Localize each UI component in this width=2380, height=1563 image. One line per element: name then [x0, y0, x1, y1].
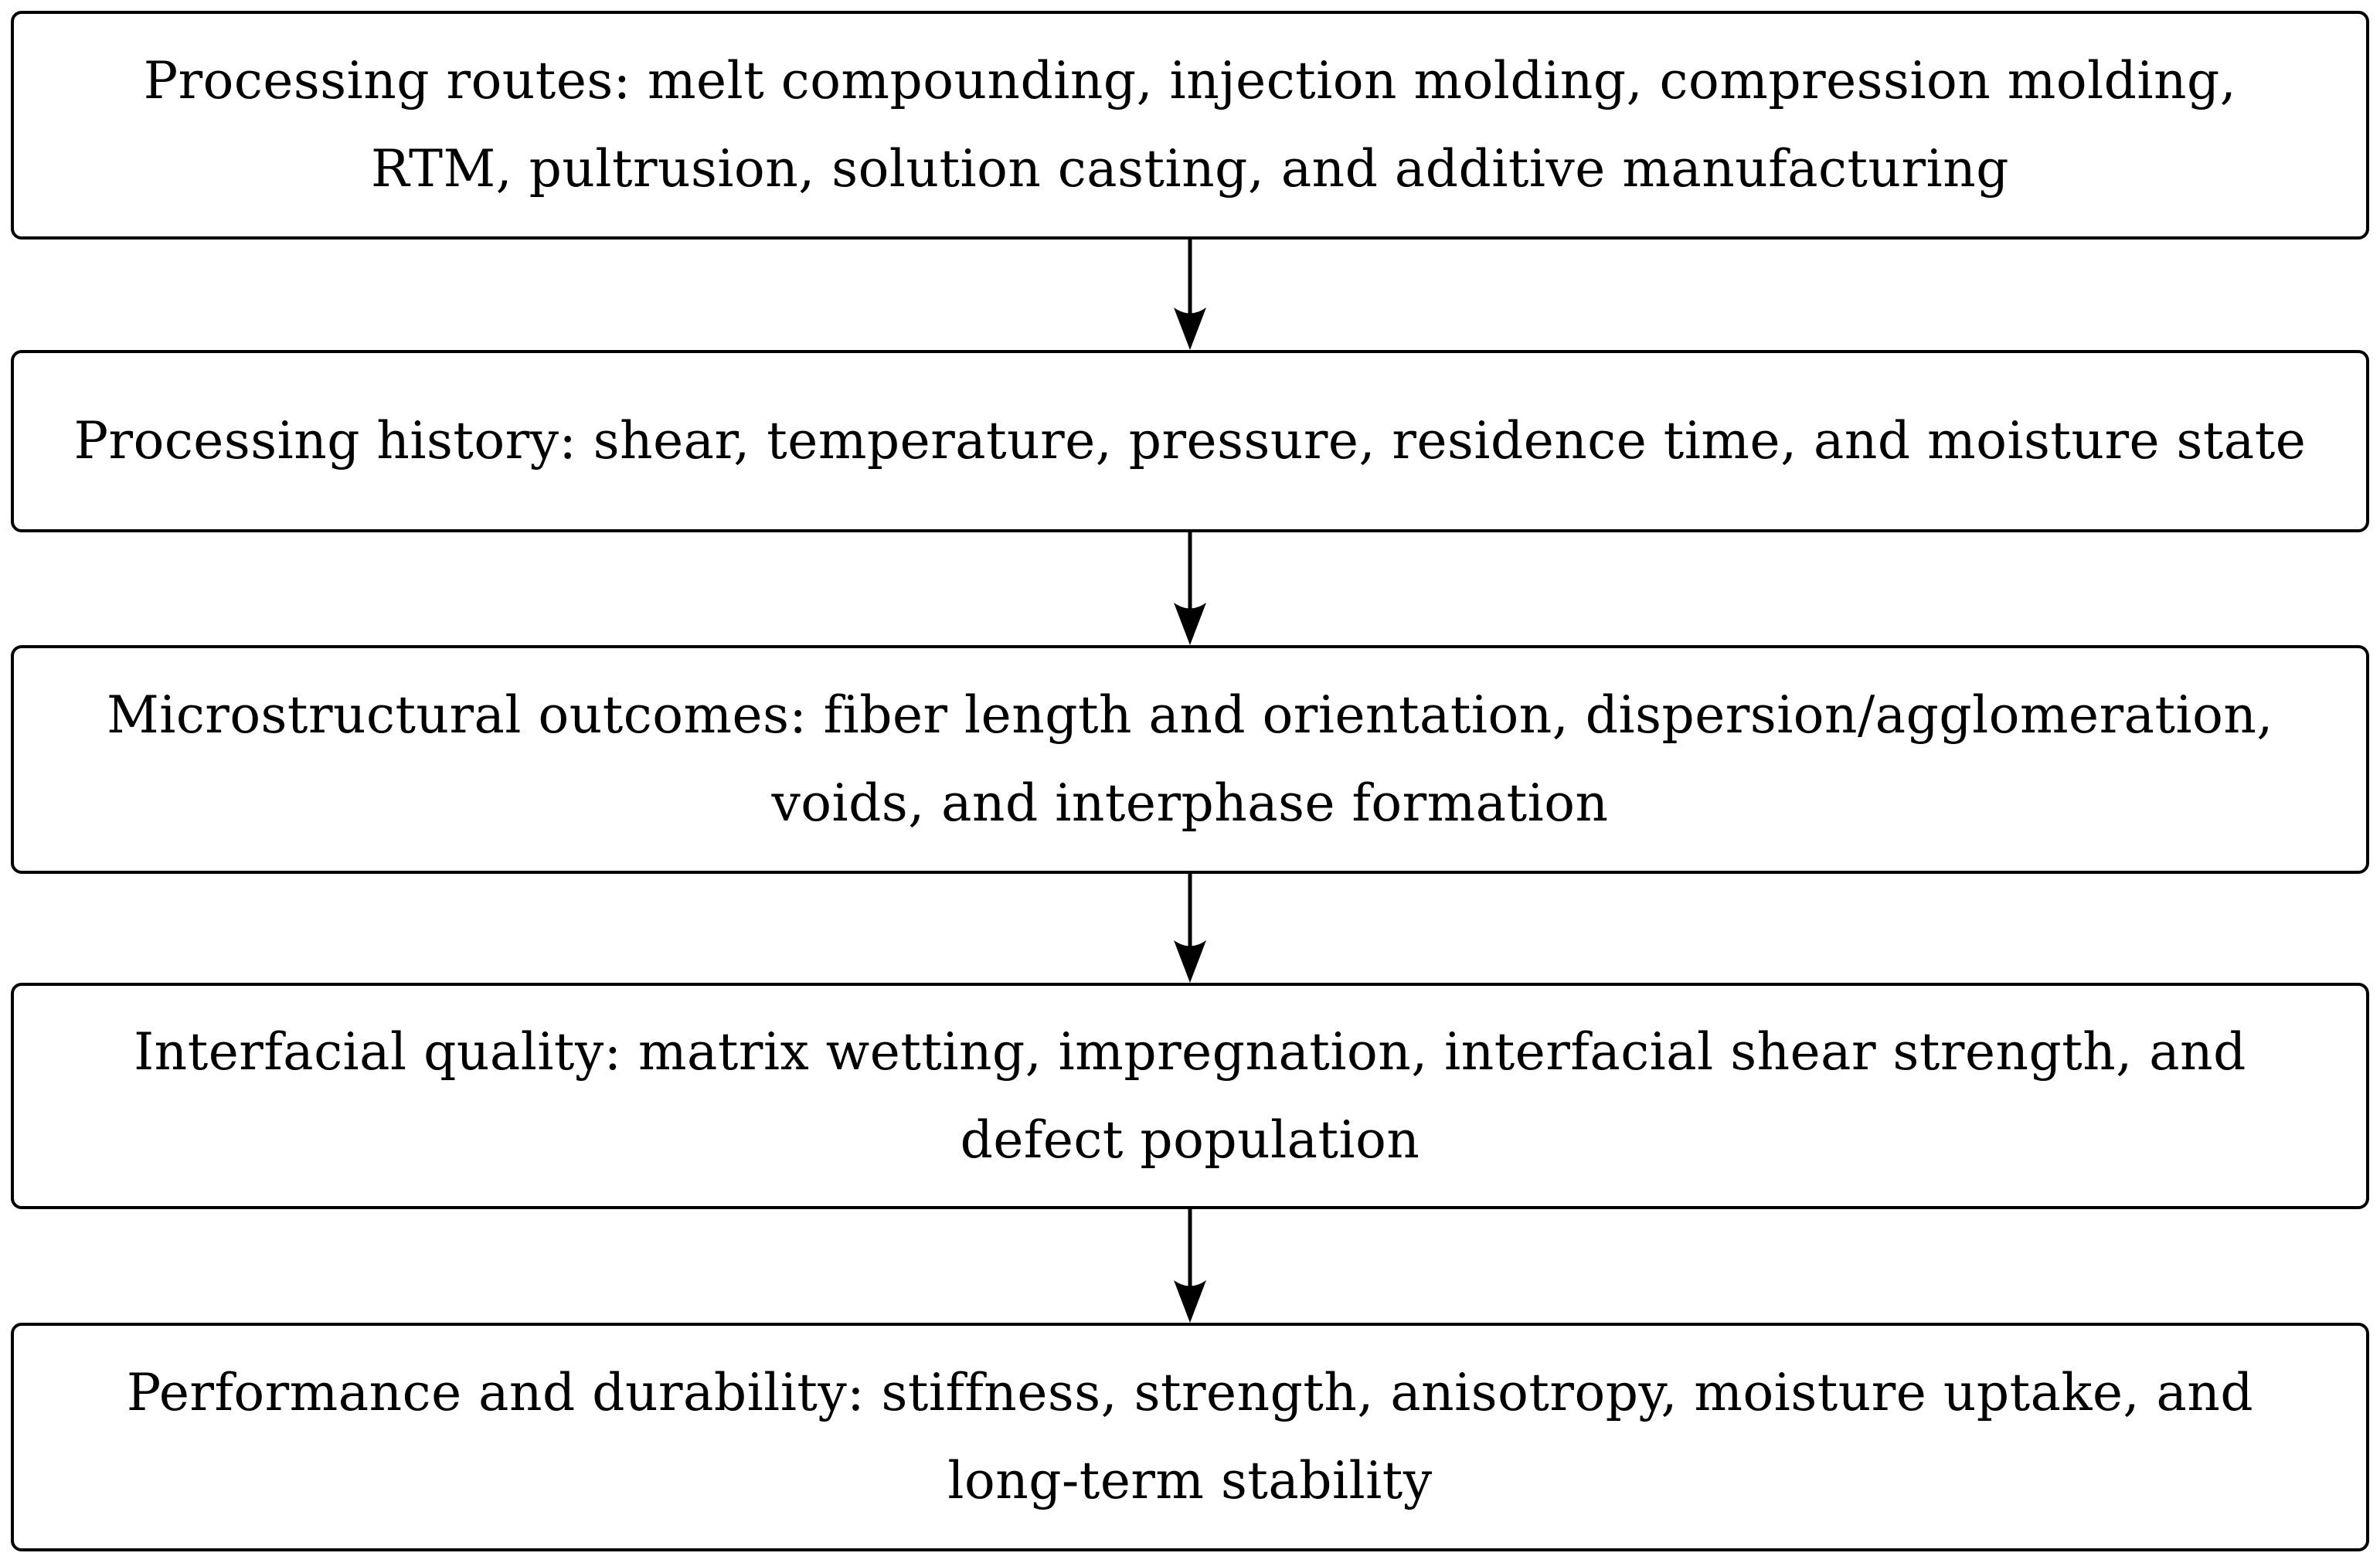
node-processing-routes: Processing routes: melt compounding, inj…: [11, 11, 2369, 240]
node-text-line: RTM, pultrusion, solution casting, and a…: [371, 139, 2009, 199]
node-performance-durability: Performance and durability: stiffness, s…: [11, 1323, 2369, 1551]
node-processing-history: Processing history: shear, temperature, …: [11, 350, 2369, 532]
node-microstructural-outcomes: Microstructural outcomes: fiber length a…: [11, 645, 2369, 874]
down-arrow-2: [1174, 532, 1206, 645]
node-text-line: defect population: [960, 1109, 1420, 1170]
node-text-line: Processing history: shear, temperature, …: [73, 411, 2307, 471]
node-text-line: long-term stability: [947, 1451, 1433, 1510]
node-text-line: Interfacial quality: matrix wetting, imp…: [134, 1021, 2246, 1082]
node-text-line: voids, and interphase formation: [771, 773, 1609, 833]
node-text-line: Microstructural outcomes: fiber length a…: [107, 685, 2273, 745]
node-text-line: Processing routes: melt compounding, inj…: [143, 51, 2237, 110]
node-interfacial-quality: Interfacial quality: matrix wetting, imp…: [11, 983, 2369, 1209]
down-arrow-3: [1174, 874, 1206, 983]
down-arrow-4: [1174, 1209, 1206, 1323]
node-text-line: Performance and durability: stiffness, s…: [126, 1363, 2254, 1422]
down-arrow-1: [1174, 240, 1206, 350]
